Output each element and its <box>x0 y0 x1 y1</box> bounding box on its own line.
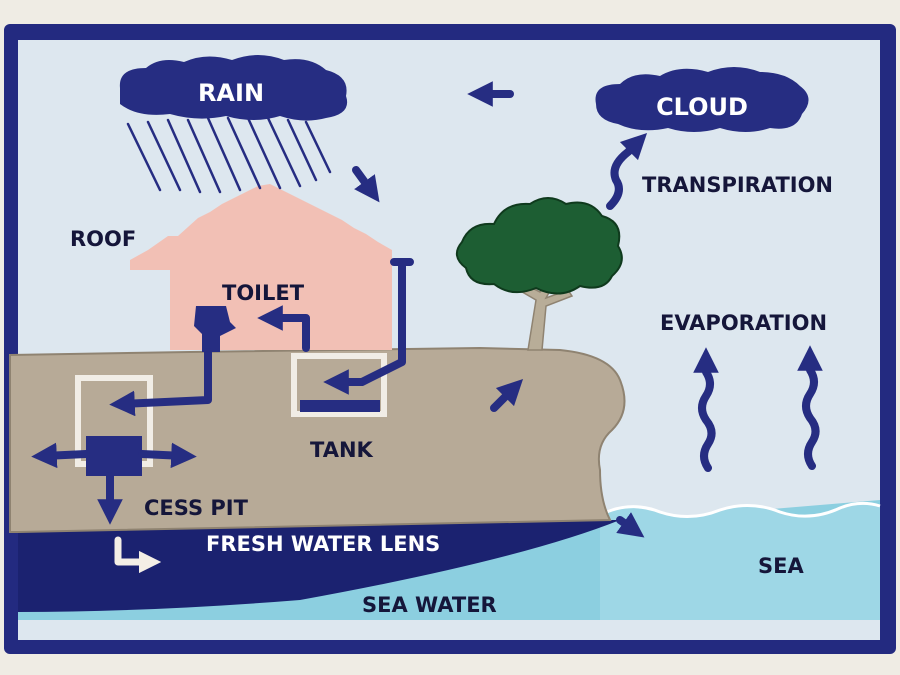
label-rain: RAIN <box>198 79 264 107</box>
fresh-water-lens <box>18 520 620 612</box>
tree-canopy <box>455 197 623 295</box>
label-fresh-water-lens: FRESH WATER LENS <box>206 532 440 556</box>
evaporation-arrow-right <box>797 345 823 470</box>
gutter-to-tank-arrow <box>336 258 414 382</box>
label-roof: ROOF <box>70 227 136 251</box>
pit-right-arrow <box>138 442 197 469</box>
label-tank: TANK <box>310 438 374 462</box>
label-transpiration: TRANSPIRATION <box>642 173 833 197</box>
label-toilet: TOILET <box>222 281 305 305</box>
tank-water <box>300 400 380 412</box>
tank-to-toilet-arrow <box>257 305 310 352</box>
toilet-to-pit-arrow <box>109 348 212 417</box>
flow-arrows <box>31 81 823 538</box>
evaporation-arrow-left <box>693 347 719 472</box>
island-ground <box>9 346 626 533</box>
cess-pit <box>86 436 142 476</box>
label-cess-pit: CESS PIT <box>144 496 249 520</box>
lens-flow-arrow <box>114 536 162 574</box>
rain-cloud <box>119 55 348 121</box>
sea-surface-line <box>599 501 881 518</box>
tank-outline <box>291 353 387 417</box>
lens-to-sea-arrow <box>616 512 645 538</box>
label-sea-water: SEA WATER <box>362 593 497 617</box>
open-sea <box>600 503 880 620</box>
ground-to-tree-arrow <box>490 378 524 412</box>
transpiration-arrow <box>606 132 648 210</box>
tree <box>455 197 623 351</box>
toilet-icon <box>194 306 236 352</box>
house <box>130 184 392 350</box>
label-cloud: CLOUD <box>656 93 748 121</box>
label-evaporation: EVAPORATION <box>660 311 827 335</box>
pit-left-arrow <box>31 442 90 469</box>
rain-streaks <box>126 116 332 194</box>
roof-runoff-arrow <box>352 166 380 203</box>
label-sea: SEA <box>758 554 804 578</box>
cloud <box>595 67 809 132</box>
